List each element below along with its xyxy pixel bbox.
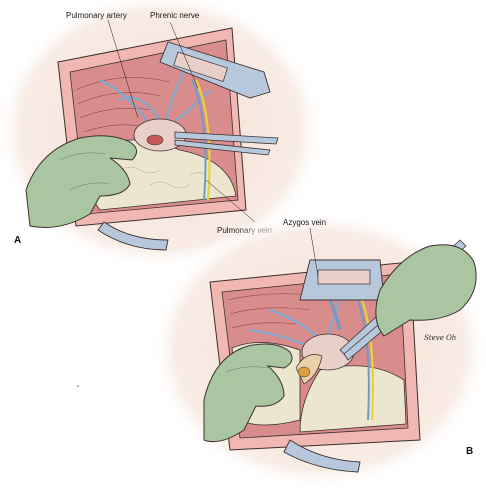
panel-b-right-gloved-hand (375, 244, 477, 337)
panel-b-phrenic-nerve (360, 299, 374, 421)
panel-b-lung-lower (299, 365, 407, 433)
panel-a: Pulmonary artery Phrenic nerve Pulmonary… (0, 0, 325, 270)
label-phrenic-nerve: Phrenic nerve (150, 11, 200, 20)
panel-b: Steve Oh Azygos vein B (150, 210, 486, 490)
panel-b-retractor (299, 259, 385, 301)
panel-a-letter: A (14, 235, 21, 246)
panel-a-gloved-hand (25, 135, 137, 228)
label-pulmonary-artery: Pulmonary artery (66, 11, 127, 20)
panel-a-leader-lines (107, 19, 256, 223)
panel-b-letter: B (466, 446, 473, 457)
panel-b-lower-retractor (283, 439, 361, 473)
panel-a-retractor (159, 41, 271, 99)
stray-dot (77, 385, 79, 387)
panel-b-leader-line (309, 227, 319, 277)
panel-b-left-gloved-hand (203, 343, 293, 443)
label-azygos-vein: Azygos vein (283, 218, 326, 227)
panel-b-signature: Steve Oh (424, 334, 456, 342)
panel-a-lower-retractor (97, 221, 169, 251)
panel-a-clamp (174, 131, 279, 156)
